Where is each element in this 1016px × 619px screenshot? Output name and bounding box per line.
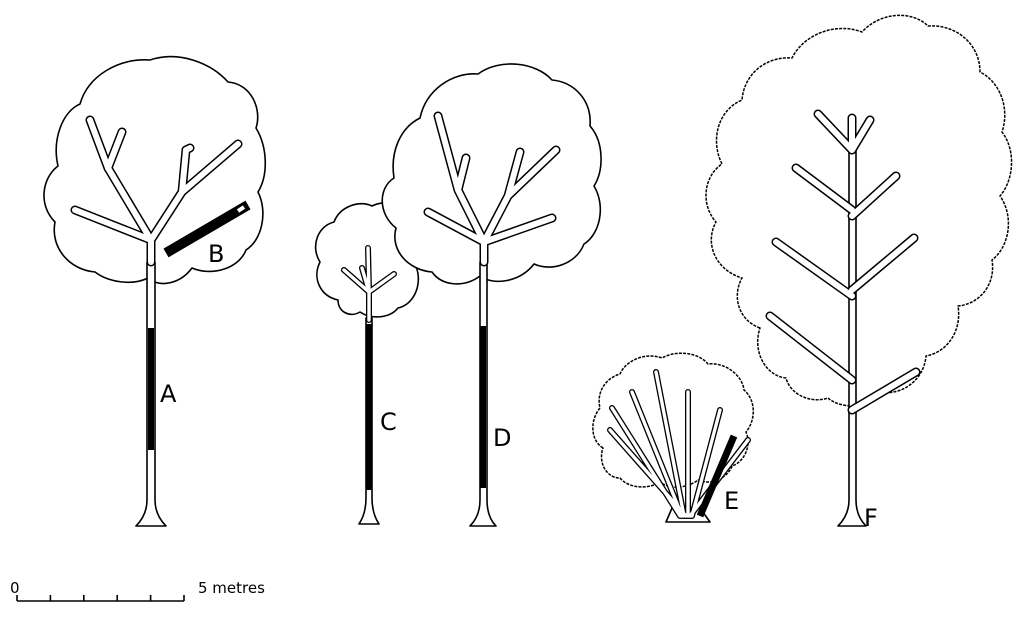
tree-f xyxy=(706,15,1012,526)
scale-ticks xyxy=(17,595,184,601)
tree-d-crown xyxy=(382,64,601,284)
label-c: C xyxy=(380,408,397,436)
label-f: F xyxy=(864,504,878,532)
tree-a xyxy=(44,57,265,526)
scale-end-label: 5 metres xyxy=(198,579,265,597)
label-b: B xyxy=(208,240,224,268)
label-a: A xyxy=(160,380,177,408)
scale-bar: 0 5 metres xyxy=(10,579,265,601)
label-d: D xyxy=(493,424,511,452)
scale-start-label: 0 xyxy=(10,579,20,597)
label-e: E xyxy=(724,487,739,515)
